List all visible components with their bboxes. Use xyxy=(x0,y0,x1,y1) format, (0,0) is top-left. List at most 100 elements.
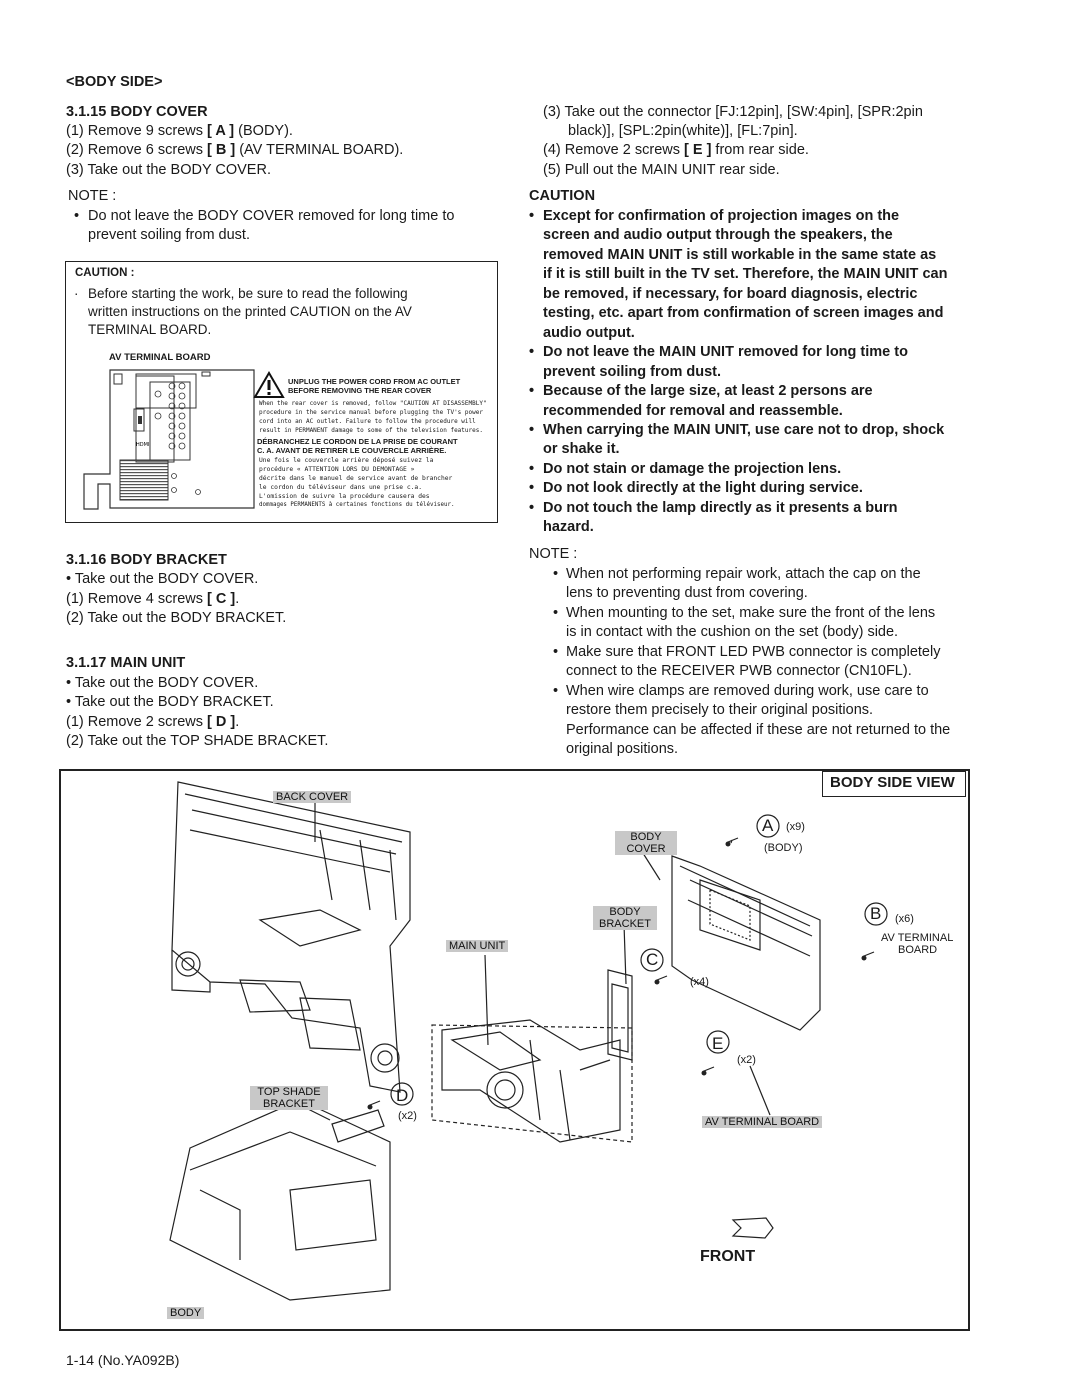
right-step-3a: (3) Take out the connector [FJ:12pin], [… xyxy=(543,104,923,120)
step-screw: [ D ] xyxy=(207,714,236,730)
step-text: . xyxy=(235,714,240,730)
screw-d-count: (x2) xyxy=(398,1110,417,1122)
warning-small-2: procedure in the service manual before p… xyxy=(259,409,483,416)
label-line: BRACKET xyxy=(263,1098,315,1110)
page-footer: 1-14 (No.YA092B) xyxy=(66,1352,180,1368)
screw-c-count: (x4) xyxy=(690,976,709,988)
step-text: (1) Remove 2 screws xyxy=(66,714,208,730)
label-line: TOP SHADE xyxy=(257,1086,321,1098)
body-bracket-line-3: (2) Take out the BODY BRACKET. xyxy=(66,610,287,626)
warning-fr-small-4: le cordon du téléviseur dans une prise c… xyxy=(259,484,423,491)
main-unit-line-2: • Take out the BODY BRACKET. xyxy=(66,694,274,710)
step-screw: [ E ] xyxy=(684,142,712,158)
caution-item-line: testing, etc. apart from confirmation of… xyxy=(543,305,944,322)
right-step-4: (4) Remove 2 screws [ E ] from rear side… xyxy=(543,141,809,161)
screw-a-letter: A xyxy=(762,816,774,835)
warning-fr-2: C. A. AVANT DE RETIRER LE COUVERCLE ARRI… xyxy=(257,446,447,455)
screw-d-letter: D xyxy=(396,1086,409,1105)
screw-b-letter: B xyxy=(870,904,882,923)
caution-box-title: CAUTION : xyxy=(75,267,135,279)
step-text: (BODY). xyxy=(234,123,293,139)
step-text: (1) Remove 4 screws xyxy=(66,591,208,607)
label-line: COVER xyxy=(626,843,666,855)
body-cover-step-2: (2) Remove 6 screws [ B ] (AV TERMINAL B… xyxy=(66,141,403,161)
caution-item-bullet: • xyxy=(529,208,535,224)
section-header: <BODY SIDE> xyxy=(66,74,163,90)
av-terminal-board-drawing: HDMI xyxy=(83,369,255,510)
note-line-1: Do not leave the BODY COVER removed for … xyxy=(88,208,455,224)
step-text: (1) Remove 9 screws xyxy=(66,123,208,139)
caution-box-line-3: TERMINAL BOARD. xyxy=(88,322,212,337)
note-item-line: Performance can be affected if these are… xyxy=(566,721,951,738)
step-text: . xyxy=(235,591,240,607)
step-screw: [ C ] xyxy=(207,591,236,607)
body-bracket-line-2: (1) Remove 4 screws [ C ]. xyxy=(66,590,239,610)
caution-item-line: Do not stain or damage the projection le… xyxy=(543,460,842,477)
caution-item-line: Do not look directly at the light during… xyxy=(543,480,863,497)
warning-fr-small-1: Une fois le couvercle arrière déposé sui… xyxy=(259,457,434,464)
caution-box xyxy=(65,261,498,523)
step-screw: [ B ] xyxy=(207,142,236,158)
caution-item-line: Do not leave the MAIN UNIT removed for l… xyxy=(543,344,908,361)
note-item-line: When not performing repair work, attach … xyxy=(566,566,921,582)
body-side-view-figure xyxy=(59,769,970,1331)
screw-e-letter: E xyxy=(712,1034,724,1053)
body-cover-step-3: (3) Take out the BODY COVER. xyxy=(66,162,271,178)
caution-item-bullet: • xyxy=(529,460,535,477)
note-item-line: is in contact with the cushion on the se… xyxy=(566,624,899,641)
caution-item-line: removed MAIN UNIT is still workable in t… xyxy=(543,246,937,263)
caution-item-line: recommended for removal and reassemble. xyxy=(543,402,843,419)
warning-fr-small-3: décrite dans le manuel de service avant … xyxy=(259,475,453,482)
step-text: (4) Remove 2 screws xyxy=(543,142,685,158)
step-text: from rear side. xyxy=(711,142,809,158)
caution-item-bullet: • xyxy=(529,344,535,361)
warning-en-1: UNPLUG THE POWER CORD FROM AC OUTLET xyxy=(288,377,461,386)
caution-box-line-2: written instructions on the printed CAUT… xyxy=(88,304,412,319)
note-line-2: prevent soiling from dust. xyxy=(88,227,250,243)
caution-item-line: When carrying the MAIN UNIT, use care no… xyxy=(543,421,945,438)
front-label: FRONT xyxy=(700,1248,756,1265)
caution-item-line: if it is still built in the TV set. Ther… xyxy=(543,266,948,283)
screw-a-note: (BODY) xyxy=(764,842,803,854)
warning-fr-small-2: procédure « ATTENTION LORS DU DEMONTAGE … xyxy=(259,466,415,473)
note-bullet: • xyxy=(74,208,80,224)
note-item-line: lens to preventing dust from covering. xyxy=(566,585,808,602)
note-item-line: restore them precisely to their original… xyxy=(566,702,874,719)
hdmi-text: HDMI xyxy=(136,442,149,448)
note-item-bullet: • xyxy=(553,566,559,582)
body-bracket-line-1: • Take out the BODY COVER. xyxy=(66,571,259,587)
caution-item-line: Do not touch the lamp directly as it pre… xyxy=(543,499,898,516)
note-item-line: connect to the RECEIVER PWB connector (C… xyxy=(566,663,912,680)
note-item-line: When mounting to the set, make sure the … xyxy=(566,604,936,621)
note-item-line: original positions. xyxy=(566,741,679,758)
screw-b-note-1: AV TERMINAL xyxy=(881,932,954,944)
step-text: (2) Remove 6 screws xyxy=(66,142,208,158)
caution-item-line: hazard. xyxy=(543,519,594,536)
body-cover-step-1: (1) Remove 9 screws [ A ] (BODY). xyxy=(66,122,293,142)
exploded-view-drawing xyxy=(169,781,888,1301)
body-bracket-heading: 3.1.16 BODY BRACKET xyxy=(66,552,227,568)
av-terminal-figure-label: AV TERMINAL BOARD xyxy=(109,352,211,363)
main-unit-line-4: (2) Take out the TOP SHADE BRACKET. xyxy=(66,733,329,749)
main-unit-heading: 3.1.17 MAIN UNIT xyxy=(66,655,186,671)
warning-triangle-icon xyxy=(253,371,285,398)
warning-small-1: When the rear cover is removed, follow "… xyxy=(259,400,487,407)
label-av-terminal-board: AV TERMINAL BOARD xyxy=(702,1116,823,1128)
caution-item-line: screen and audio output through the spea… xyxy=(543,227,893,244)
caution-box-bullet: · xyxy=(74,286,79,301)
figure-title: BODY SIDE VIEW xyxy=(830,774,955,791)
step-text: (AV TERMINAL BOARD). xyxy=(235,142,404,158)
note-item-bullet: • xyxy=(553,682,559,699)
screw-a-count: (x9) xyxy=(786,821,805,833)
label-back-cover: BACK COVER xyxy=(273,791,352,803)
warning-fr-small-6: dommages PERMANENTS à certaines fonction… xyxy=(259,502,455,508)
warning-small-3: cord into an AC outlet. Failure to follo… xyxy=(259,418,476,425)
step-screw: [ A ] xyxy=(207,123,235,139)
label-body: BODY xyxy=(167,1307,205,1319)
right-step-5: (5) Pull out the MAIN UNIT rear side. xyxy=(543,162,780,178)
figure-title-box xyxy=(822,771,966,797)
caution-item-line: Because of the large size, at least 2 pe… xyxy=(543,383,873,400)
label-top-shade-bracket: TOP SHADE BRACKET xyxy=(250,1086,328,1110)
screw-b-count: (x6) xyxy=(895,913,914,925)
caution-item-bullet: • xyxy=(529,383,535,400)
